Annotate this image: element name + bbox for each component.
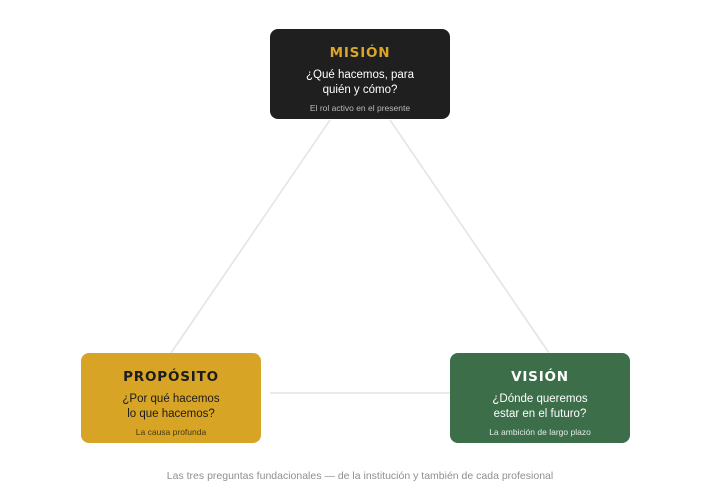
card-proposito-question: ¿Por qué hacemos lo que hacemos? — [81, 392, 261, 422]
card-mision-question-line1: ¿Qué hacemos, para — [305, 69, 415, 81]
diagram-caption: Las tres preguntas fundacionales — de la… — [166, 470, 554, 482]
card-mision-question-line2: quién y cómo? — [322, 84, 398, 96]
card-mision: MISIÓN ¿Qué hacemos, para quién y cómo? … — [270, 29, 450, 119]
card-vision-question-line1: ¿Dónde queremos — [492, 393, 588, 405]
card-proposito-question-line2: lo que hacemos? — [127, 408, 215, 420]
card-proposito-title: PROPÓSITO — [123, 369, 219, 385]
card-proposito: PROPÓSITO ¿Por qué hacemos lo que hacemo… — [81, 353, 261, 443]
card-vision-question-line2: estar en el futuro? — [493, 408, 587, 420]
card-proposito-note: La causa profunda — [135, 427, 207, 437]
card-vision: VISIÓN ¿Dónde queremos estar en el futur… — [450, 353, 630, 443]
connector-mision-proposito — [170, 119, 331, 354]
card-vision-note: La ambición de largo plazo — [489, 427, 591, 437]
card-mision-note: El rol activo en el presente — [309, 103, 411, 113]
card-mision-question: ¿Qué hacemos, para quién y cómo? — [270, 68, 450, 98]
card-mision-title: MISIÓN — [329, 45, 391, 61]
card-proposito-question-line1: ¿Por qué hacemos — [122, 393, 220, 405]
card-vision-question: ¿Dónde queremos estar en el futuro? — [450, 392, 630, 422]
connector-mision-vision — [389, 119, 550, 354]
card-vision-title: VISIÓN — [511, 369, 569, 385]
